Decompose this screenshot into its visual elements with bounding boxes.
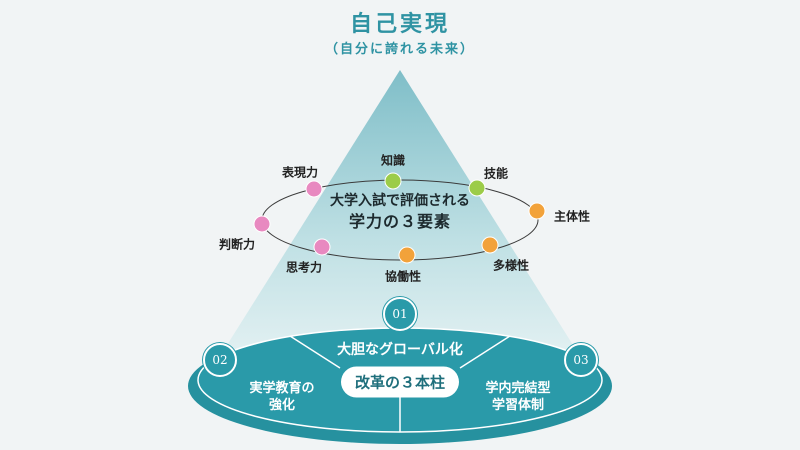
ring-dot-knowledge [384, 172, 402, 190]
pillar-label-practical-education: 実学教育の 強化 [249, 381, 315, 413]
ring-label-expression: 表現力 [281, 165, 319, 180]
badge-03: 03 [564, 343, 598, 377]
ring-dot-skill [468, 179, 486, 197]
reform-center-label: 改革の３本柱 [340, 366, 460, 398]
page-title: 自己実現 [349, 12, 450, 37]
ring-label-judgment: 判断力 [218, 237, 256, 252]
pyramid-triangle [205, 70, 595, 380]
ring-center-text: 大学入試で評価される 学力の３要素 [330, 192, 470, 232]
ring-dot-thinking [313, 238, 331, 256]
ring-label-knowledge: 知識 [380, 153, 406, 168]
ring-center-line2: 学力の３要素 [348, 211, 451, 231]
ring-label-diversity: 多様性 [492, 258, 530, 273]
page-subtitle: （自分に誇れる未来） [324, 42, 475, 57]
pillar-label-in-campus-learning: 学内完結型 学習体制 [485, 381, 551, 413]
badge-02: 02 [203, 343, 237, 377]
pillar-label-globalization: 大胆なグローバル化 [337, 341, 463, 358]
ring-label-initiative: 主体性 [553, 209, 591, 224]
ring-dot-expression [305, 180, 323, 198]
ring-dot-cooperation [398, 246, 416, 264]
disc-divider-right [459, 335, 511, 369]
ring-label-thinking: 思考力 [285, 260, 323, 275]
disc-divider-left [289, 335, 341, 369]
ring-label-cooperation: 協働性 [384, 269, 422, 284]
ring-dot-judgment [253, 215, 271, 233]
ring-dot-diversity [481, 236, 499, 254]
ring-dot-initiative [528, 202, 546, 220]
ring-label-skill: 技能 [483, 166, 509, 181]
ring-center-line1: 大学入試で評価される [330, 192, 470, 209]
badge-01: 01 [383, 297, 417, 331]
